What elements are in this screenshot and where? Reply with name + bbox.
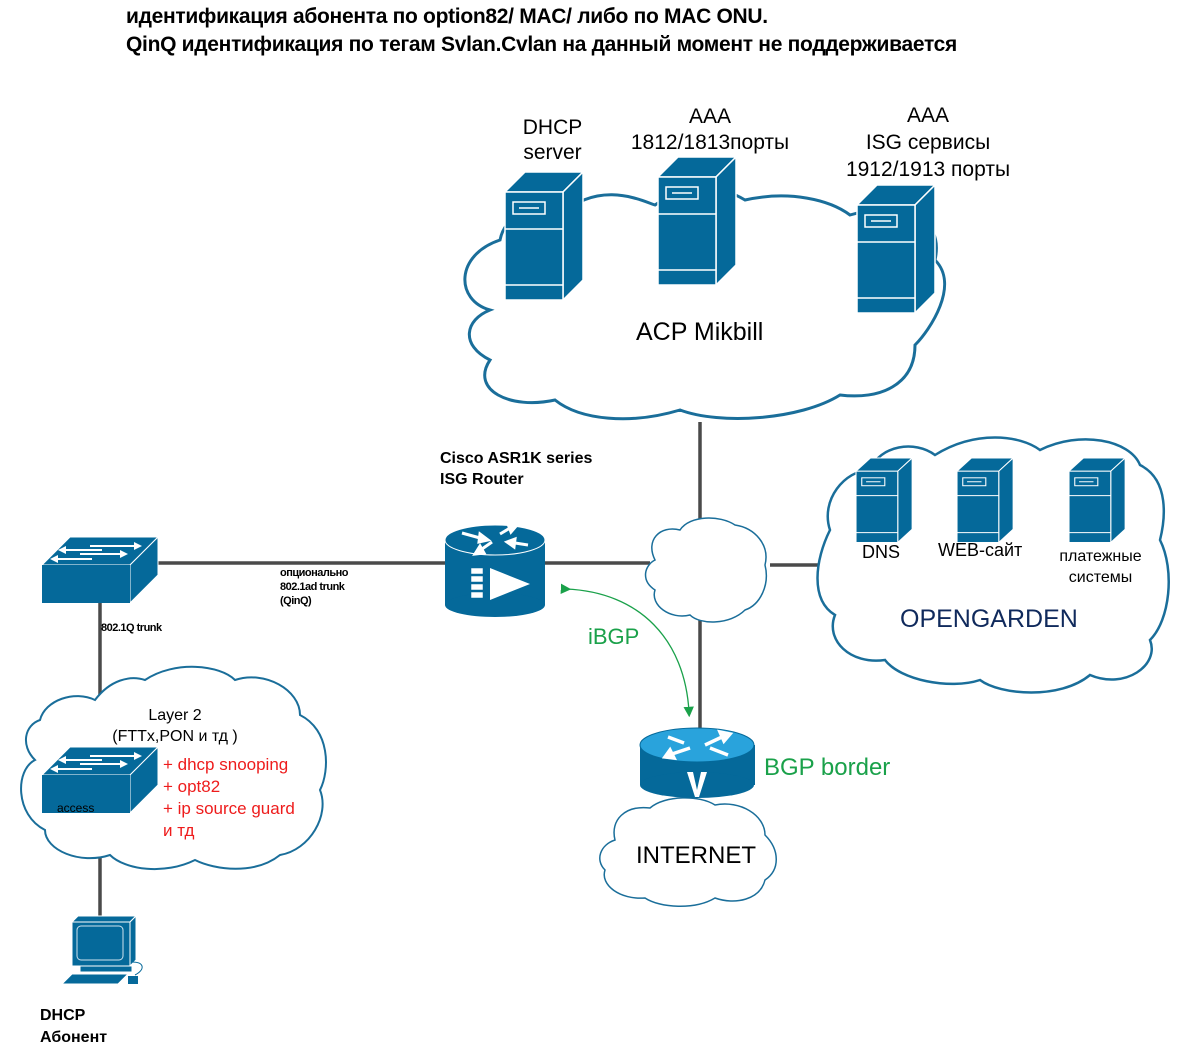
web-site-label: WEB-сайт [938,540,1023,560]
access-switch-label: access [57,801,95,815]
layer2-label: Layer 2 (FTTx,PON и тд ) [112,707,238,745]
opengarden-label: OPENGARDEN [900,605,1078,633]
aggregation-switch-icon [41,536,159,604]
layer2-features-list: + dhcp snooping + opt82 + ip source guar… [163,754,295,842]
feature-item: + dhcp snooping [163,755,289,774]
acp-mikbill-label: ACP Mikbill [636,318,764,346]
subscriber-label: DHCP Абонент [40,1007,108,1046]
qinq-link-label: опционально 802.1ad trunk (QinQ) [280,567,348,607]
payment-systems-label: платежные системы [1059,548,1142,586]
isg-router-icon [444,522,546,617]
dns-label: DNS [862,542,901,562]
dns-server-icon [855,457,913,544]
payment-server-icon [1068,457,1126,544]
core-cloud [644,517,767,623]
layer2-cloud [20,665,327,871]
feature-item: и тд [163,821,195,840]
dhcp-server-label: DHCP server [522,116,583,164]
aaa-server-icon [657,156,737,286]
bgp-border-router-icon [639,727,755,798]
bgp-border-label: BGP border [764,754,891,781]
feature-item: + ip source guard [163,799,295,818]
subscriber-pc-icon [60,914,143,985]
aaa-server-label: AAA 1812/1813порты [630,105,790,154]
internet-cloud [599,797,777,907]
dot1q-link-label: 802.1Q trunk [101,622,162,634]
ibgp-label: iBGP [588,624,640,649]
ibgp-arrow [560,583,694,718]
header-line-2: QinQ идентификация по тегам Svlan.Cvlan … [126,33,957,56]
internet-label: INTERNET [636,842,756,869]
header-line-1: идентификация абонента по option82/ MAC/… [126,5,768,28]
aaa-isg-server-icon [856,184,936,314]
web-server-icon [956,457,1014,544]
aaa-isg-server-label: AAA ISG сервисы 1912/1913 порты [845,104,1011,181]
feature-item: + opt82 [163,777,221,796]
dhcp-server-icon [504,171,584,301]
isg-router-label: Cisco ASR1K series ISG Router [440,450,593,488]
